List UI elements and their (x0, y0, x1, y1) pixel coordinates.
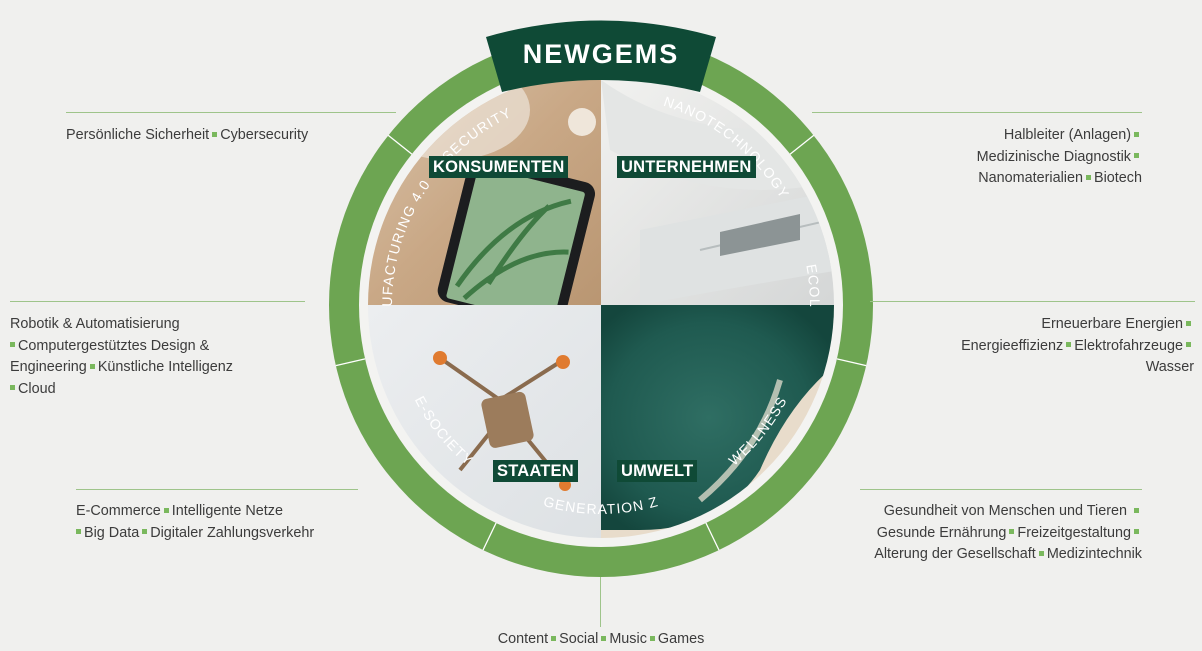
annotation-nanotechnology: Halbleiter (Anlagen) Medizinische Diagno… (976, 127, 1142, 186)
bullet-square (212, 131, 218, 137)
annotation-wellness: Gesundheit von Menschen und Tieren Gesun… (874, 503, 1142, 562)
leader-ecology (870, 301, 1195, 302)
ring-separators (335, 40, 867, 551)
leader-nanotechnology (812, 112, 1142, 113)
quadrant-label-konsumenten: KONSUMENTEN (429, 156, 569, 178)
brand-title: NEWGEMS (523, 39, 680, 69)
leader-wellness (860, 489, 1142, 490)
brand-banner (486, 20, 716, 92)
leader-generation-z (600, 577, 601, 627)
annotation-manufacturing: Robotik & Automatisierung Computergestüt… (10, 316, 234, 397)
leader-e-society (76, 489, 358, 490)
quadrant-label-staaten: STAATEN (493, 460, 578, 482)
leader-manufacturing (10, 301, 305, 302)
quadrant-label-unternehmen: UNTERNEHMEN (617, 156, 756, 178)
leader-security (66, 112, 396, 113)
quadrant-label-umwelt: UMWELT (617, 460, 698, 482)
ring-label-generation-z: GENERATION Z (542, 493, 660, 517)
